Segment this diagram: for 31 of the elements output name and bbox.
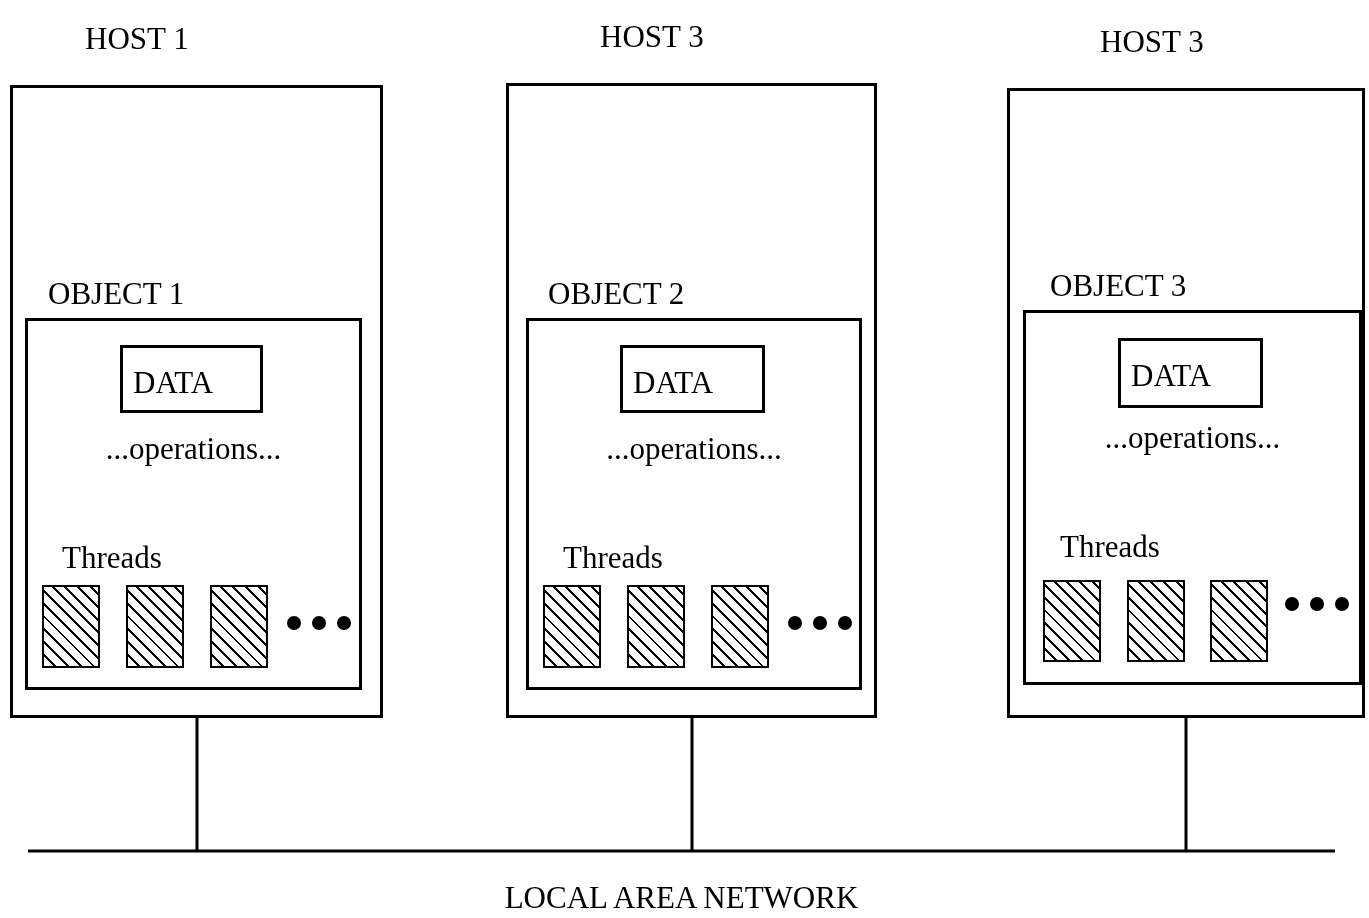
operations-label: ...operations... <box>1103 422 1282 453</box>
thread-box <box>1127 580 1185 662</box>
threads-label: Threads <box>563 542 663 573</box>
data-box <box>120 345 263 413</box>
data-box <box>1118 338 1263 408</box>
thread-box <box>543 585 601 668</box>
thread-box <box>627 585 685 668</box>
network-label: LOCAL AREA NETWORK <box>503 882 860 913</box>
connector-line <box>690 718 694 850</box>
data-label: DATA <box>133 367 214 398</box>
object-label: OBJECT 1 <box>48 278 185 309</box>
thread-box <box>126 585 184 668</box>
threads-label: Threads <box>62 542 162 573</box>
thread-box <box>210 585 268 668</box>
threads-label: Threads <box>1060 531 1160 562</box>
connector-line <box>195 718 199 850</box>
thread-box <box>711 585 769 668</box>
object-label: OBJECT 3 <box>1050 270 1187 301</box>
operations-label: ...operations... <box>605 433 783 464</box>
host-label: HOST 3 <box>1100 26 1204 57</box>
host-label: HOST 3 <box>600 21 704 52</box>
thread-box <box>1210 580 1268 662</box>
operations-label: ...operations... <box>104 433 283 464</box>
thread-box <box>1043 580 1101 662</box>
thread-box <box>42 585 100 668</box>
data-box <box>620 345 765 413</box>
data-label: DATA <box>633 367 714 398</box>
object-label: OBJECT 2 <box>548 278 685 309</box>
data-label: DATA <box>1131 360 1212 391</box>
host-label: HOST 1 <box>85 23 189 54</box>
connector-line <box>1184 718 1188 850</box>
